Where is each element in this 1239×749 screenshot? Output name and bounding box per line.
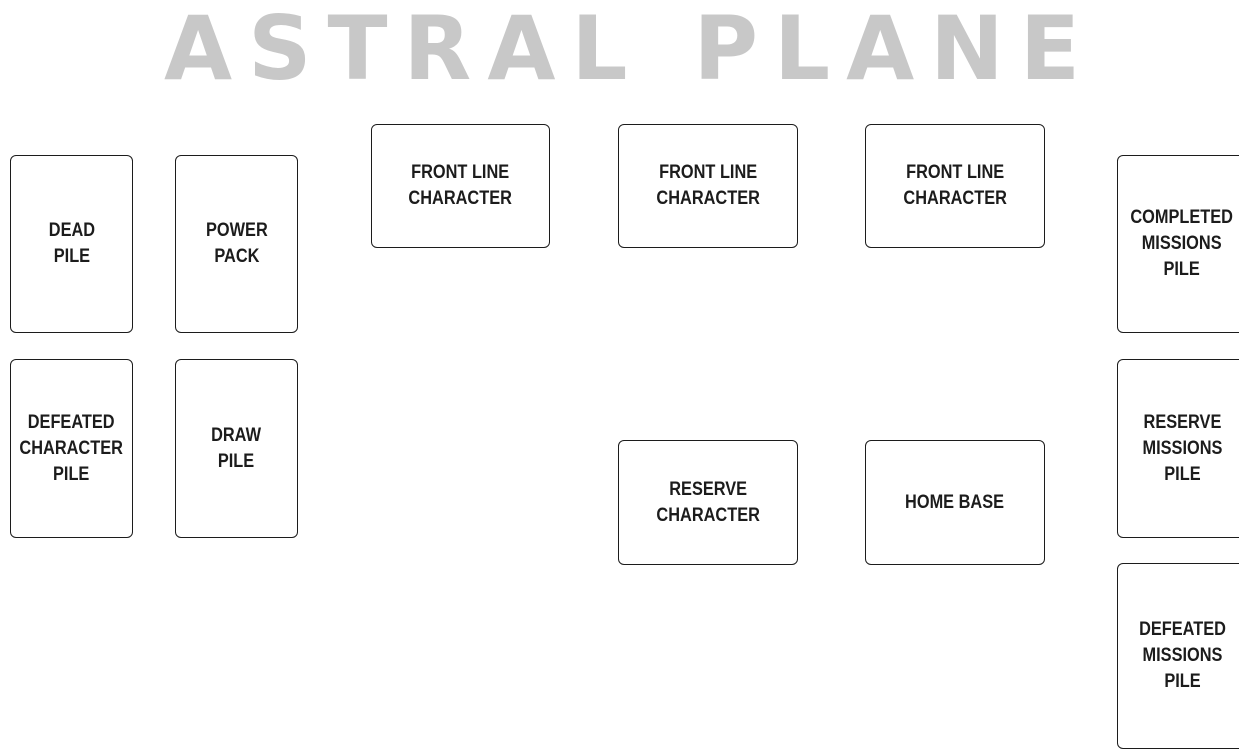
astral-plane-logo: ASTRAL PLANE bbox=[150, 0, 1110, 100]
defeated-missions-pile-label: DEFEATED MISSIONS PILE bbox=[1138, 619, 1226, 692]
dead-pile-zone[interactable]: DEAD PILE bbox=[10, 155, 133, 333]
reserve-missions-pile-label: RESERVE MISSIONS PILE bbox=[1142, 411, 1222, 485]
home-base-zone[interactable]: HOME BASE bbox=[865, 440, 1045, 565]
draw-pile-zone[interactable]: DRAW PILE bbox=[175, 359, 298, 538]
power-pack-zone[interactable]: POWER PACK bbox=[175, 155, 298, 333]
front-line-character-zone-2[interactable]: FRONT LINE CHARACTER bbox=[618, 124, 798, 248]
reserve-missions-pile-zone[interactable]: RESERVE MISSIONS PILE bbox=[1117, 359, 1239, 538]
completed-missions-pile-label: COMPLETED MISSIONS PILE bbox=[1130, 207, 1234, 280]
reserve-character-label: RESERVE CHARACTER bbox=[656, 478, 760, 526]
front-line-character-zone-1[interactable]: FRONT LINE CHARACTER bbox=[371, 124, 550, 248]
home-base-label: HOME BASE bbox=[905, 491, 1005, 513]
completed-missions-pile-zone[interactable]: COMPLETED MISSIONS PILE bbox=[1117, 155, 1239, 333]
front-line-character-label-1: FRONT LINE CHARACTER bbox=[408, 162, 513, 209]
defeated-character-pile-zone[interactable]: DEFEATED CHARACTER PILE bbox=[10, 359, 133, 538]
draw-pile-label: DRAW PILE bbox=[211, 424, 262, 472]
power-pack-label: POWER PACK bbox=[205, 220, 268, 267]
logo-word-astral: ASTRAL bbox=[164, 0, 644, 100]
defeated-missions-pile-zone[interactable]: DEFEATED MISSIONS PILE bbox=[1117, 563, 1239, 749]
front-line-character-label-3: FRONT LINE CHARACTER bbox=[903, 162, 1007, 209]
front-line-character-zone-3[interactable]: FRONT LINE CHARACTER bbox=[865, 124, 1045, 248]
reserve-character-zone[interactable]: RESERVE CHARACTER bbox=[618, 440, 798, 565]
front-line-character-label-2: FRONT LINE CHARACTER bbox=[656, 162, 760, 209]
logo-word-plane: PLANE bbox=[693, 0, 1096, 100]
dead-pile-label: DEAD PILE bbox=[48, 220, 95, 267]
defeated-character-pile-label: DEFEATED CHARACTER PILE bbox=[19, 411, 124, 485]
